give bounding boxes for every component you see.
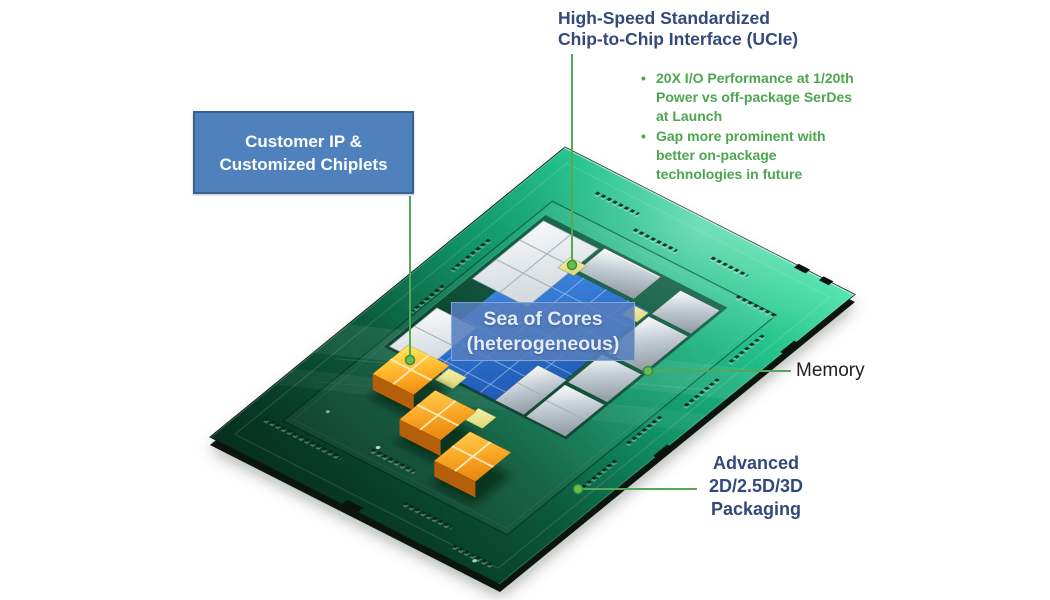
packaging-line2: 2D/2.5D/3D <box>708 476 804 496</box>
orange-chiplet-1 <box>369 344 450 419</box>
white-die-group <box>471 220 599 308</box>
customer-ip-line1: Customer IP & <box>245 131 362 151</box>
sea-of-cores-label-box: Sea of Cores (heterogeneous) <box>451 302 635 361</box>
ucie-heading-line2: Chip-to-Chip Interface (UCIe) <box>558 29 799 49</box>
yellow-ucie-pads <box>434 257 650 430</box>
packaging-label: Advanced 2D/2.5D/3D Packaging <box>690 452 822 521</box>
silver-die-top <box>577 248 662 300</box>
memory-label: Memory <box>796 360 865 381</box>
leader-dot-customer <box>404 354 416 366</box>
package-board <box>209 114 878 586</box>
customer-ip-label-box: Customer IP & Customized Chiplets <box>193 111 414 194</box>
leader-dot-ucie <box>566 259 578 271</box>
leader-dot-memory <box>642 365 654 377</box>
packaging-line3: Packaging <box>710 499 802 519</box>
leader-lines <box>409 54 791 490</box>
bullet-item: • 20X I/O Performance at 1/20th Power vs… <box>641 69 871 126</box>
bullet-marker: • <box>641 70 646 86</box>
board-ring <box>234 162 831 569</box>
silver-die-center-bottom <box>494 365 567 416</box>
edge-notches <box>342 263 834 513</box>
bullet-marker: • <box>641 128 646 144</box>
sea-of-cores-line1: Sea of Cores <box>483 307 603 330</box>
ucie-heading: High-Speed Standardized Chip-to-Chip Int… <box>558 8 798 50</box>
leader-dots <box>404 259 654 495</box>
orange-chiplet-2 <box>396 389 477 465</box>
bullet-text: Gap more prominent with better on-packag… <box>656 128 826 182</box>
bullet-text: 20X I/O Performance at 1/20th Power vs o… <box>656 70 854 124</box>
ucie-bullet-list: • 20X I/O Performance at 1/20th Power vs… <box>641 69 871 185</box>
bullet-item: • Gap more prominent with better on-pack… <box>641 127 871 184</box>
packaging-line1: Advanced <box>712 453 800 473</box>
customer-ip-line2: Customized Chiplets <box>219 154 388 174</box>
orange-chiplet-3 <box>430 431 512 506</box>
sea-of-cores-line2: (heterogeneous) <box>466 332 620 355</box>
ucie-heading-line1: High-Speed Standardized <box>558 8 770 28</box>
leader-dot-packaging <box>572 483 584 495</box>
